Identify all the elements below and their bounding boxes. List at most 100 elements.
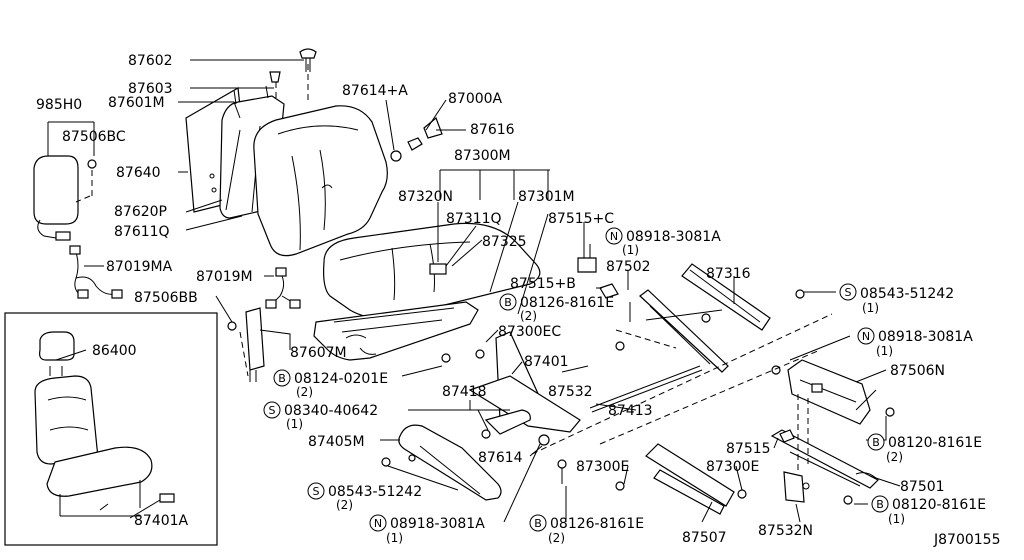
seat-cushion-drawing (323, 222, 541, 319)
label-985H0: 985H0 (36, 97, 82, 113)
b-symbol: B (273, 369, 291, 387)
label-87019M: 87019M (196, 269, 253, 285)
svg-text:S: S (313, 485, 320, 498)
side-frame-87506N-drawing (787, 359, 877, 425)
s-symbol: S (839, 283, 857, 301)
label-08126-8161E-bottom: 08126-8161E (550, 516, 644, 532)
clip-87515B-drawing (599, 283, 619, 299)
seat-back-trim-drawing (253, 60, 388, 257)
label-87603: 87603 (128, 81, 173, 97)
qty-08543-51242-right: (1) (862, 301, 879, 315)
label-08543-51242-right: 08543-51242 (860, 286, 954, 302)
svg-text:S: S (269, 404, 276, 417)
label-87616: 87616 (470, 122, 515, 138)
label-87501: 87501 (900, 479, 945, 495)
qty-08918-3081A-top: (1) (622, 243, 639, 257)
label-87506N: 87506N (890, 363, 945, 379)
svg-text:B: B (278, 372, 286, 385)
label-87515B: 87515+B (510, 276, 576, 292)
bushing-87614-drawing (538, 434, 550, 446)
label-87515C: 87515+C (548, 211, 614, 227)
bracket-87607M-drawing (227, 307, 265, 382)
b-symbol: B (499, 293, 517, 311)
side-airbag-drawing (33, 155, 97, 241)
s-symbol: S (307, 482, 325, 500)
label-87532N: 87532N (758, 523, 813, 539)
label-87300E-b: 87300E (706, 459, 759, 475)
label-87607M: 87607M (290, 345, 347, 361)
rod-87413-drawing (589, 365, 703, 413)
qty-08120-8161E-lower: (1) (888, 512, 905, 526)
b-symbol: B (871, 495, 889, 513)
side-cover-87405M-drawing (398, 424, 502, 501)
label-87611Q: 87611Q (114, 224, 170, 240)
qty-08126-8161E-bottom: (2) (548, 531, 565, 545)
label-87515: 87515 (726, 441, 771, 457)
s-symbol: S (263, 401, 281, 419)
harness-87019M-drawing (265, 267, 301, 309)
label-86400: 86400 (92, 343, 137, 359)
label-87300M: 87300M (454, 148, 511, 164)
label-87640: 87640 (116, 165, 161, 181)
label-08918-3081A-top: 08918-3081A (626, 229, 721, 245)
label-08340-40642: 08340-40642 (284, 403, 378, 419)
screw-08543-right-drawing (795, 289, 805, 299)
lever-87418-drawing (484, 409, 531, 435)
inset-frame (4, 312, 218, 546)
label-87413: 87413 (608, 403, 653, 419)
label-87601M: 87601M (108, 95, 165, 111)
label-87506BB: 87506BB (134, 290, 198, 306)
clip-87515C-drawing (577, 244, 597, 273)
label-87311Q: 87311Q (446, 211, 502, 227)
rail-cover-87316-drawing (681, 263, 771, 331)
svg-text:B: B (534, 517, 542, 530)
label-87602: 87602 (128, 53, 173, 69)
label-87401: 87401 (524, 354, 569, 370)
complete-seat-drawing (34, 331, 175, 517)
qty-08543-51242-bottom: (2) (336, 498, 353, 512)
label-87620P: 87620P (114, 204, 167, 220)
label-87614: 87614 (478, 450, 523, 466)
seat-rail-87502-drawing (639, 289, 729, 373)
label-87019MA: 87019MA (106, 259, 173, 275)
seat-cushion-frame-drawing (313, 301, 479, 361)
label-87502: 87502 (606, 259, 651, 275)
qty-08918-3081A-bottom: (1) (386, 531, 403, 545)
svg-text:B: B (872, 436, 880, 449)
label-08126-8161E-top: 08126-8161E (520, 295, 614, 311)
recliner-hardware-drawing (390, 116, 443, 162)
diagram-code: J8700155 (933, 532, 1000, 548)
label-87405M: 87405M (308, 434, 365, 450)
n-symbol: N (605, 227, 623, 245)
label-08543-51242-bottom: 08543-51242 (328, 484, 422, 500)
svg-text:S: S (845, 286, 852, 299)
b-symbol: B (529, 514, 547, 532)
rear-frame-87507-drawing (645, 443, 735, 515)
bracket-87532N-drawing (783, 471, 810, 503)
svg-text:N: N (374, 517, 382, 530)
label-87532: 87532 (548, 384, 593, 400)
label-87320N: 87320N (398, 189, 453, 205)
label-87000A: 87000A (448, 91, 503, 107)
label-87300E-a: 87300E (576, 459, 629, 475)
label-87316: 87316 (706, 266, 751, 282)
n-symbol: N (857, 327, 875, 345)
label-87418: 87418 (442, 384, 487, 400)
label-87325: 87325 (482, 234, 527, 250)
label-87300EC: 87300EC (498, 324, 561, 340)
label-08918-3081A-mid: 08918-3081A (878, 329, 973, 345)
harness-87019MA-drawing (69, 245, 123, 299)
n-symbol: N (369, 514, 387, 532)
qty-08120-8161E-upper: (2) (886, 450, 903, 464)
label-08120-8161E-upper: 08120-8161E (888, 435, 982, 451)
b-symbol: B (867, 433, 885, 451)
qty-08918-3081A-mid: (1) (876, 344, 893, 358)
svg-text:N: N (862, 330, 870, 343)
label-08124-0201E: 08124-0201E (294, 371, 388, 387)
svg-text:N: N (610, 230, 618, 243)
bolts-drawing (381, 341, 895, 505)
label-08918-3081A-bottom: 08918-3081A (390, 516, 485, 532)
svg-text:B: B (876, 498, 884, 511)
qty-08124-0201E: (2) (296, 385, 313, 399)
